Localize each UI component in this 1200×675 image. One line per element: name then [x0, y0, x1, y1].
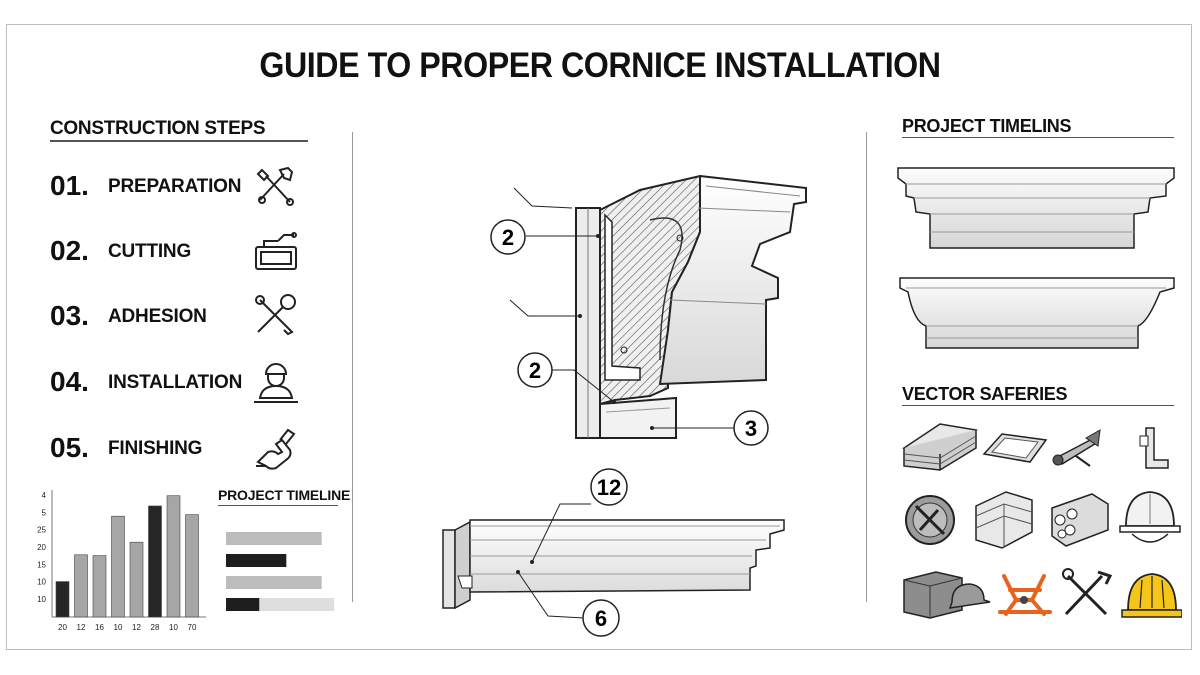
- wrench-icon: [1052, 429, 1101, 467]
- callout-bottom-lower: 6: [582, 599, 620, 637]
- bar-16: [92, 555, 107, 618]
- step-number: 01.: [50, 170, 89, 201]
- callout-top-upper: 2: [490, 219, 526, 255]
- hand-tool-icon: [256, 428, 296, 470]
- step-adhesion: 03. ADHESION: [50, 294, 310, 338]
- y-tick-label: 25: [37, 526, 46, 535]
- y-tick-label: 4: [42, 491, 47, 500]
- x-tick-label: 12: [132, 623, 141, 632]
- vector-safety-rule: [902, 405, 1174, 406]
- y-tick-label: 15: [37, 560, 46, 569]
- step-label: FINISHING: [108, 438, 203, 459]
- project-timeline-rule: [902, 137, 1174, 138]
- x-tick-label: 28: [151, 623, 160, 632]
- timeline-bar-dark: [226, 554, 287, 567]
- bar-20: [55, 581, 70, 618]
- base-block: [599, 396, 677, 439]
- hard-hat-outline-icon: [1119, 491, 1181, 543]
- timeline-bar-light: [226, 532, 322, 545]
- pipe-bundle-icon: [1051, 493, 1109, 547]
- tile-stack-icon: [902, 423, 978, 471]
- svg-text:6: 6: [595, 606, 607, 631]
- bar-10: [166, 495, 181, 618]
- callout-top-lower: 2: [517, 352, 553, 388]
- mini-timeline-rule: [218, 505, 338, 506]
- safety-icon-grid: [902, 423, 1182, 619]
- vector-safety-heading: VECTOR SAFERIES: [902, 384, 1068, 404]
- svg-text:2: 2: [529, 358, 541, 383]
- left-divider: [352, 132, 353, 602]
- y-tick-label: 10: [37, 578, 46, 587]
- bar-28: [148, 505, 162, 618]
- page-title: GUIDE TO PROPER CORNICE INSTALLATION: [259, 46, 941, 85]
- cornice-profile-diagram: 12 6: [442, 468, 785, 637]
- svg-text:2: 2: [502, 225, 514, 250]
- x-tick-label: 70: [188, 623, 197, 632]
- bundle-icon: [975, 491, 1033, 549]
- step-label: CUTTING: [108, 241, 192, 262]
- safety-harness-icon: [998, 574, 1052, 616]
- callout-bottom-upper: 12: [590, 468, 628, 506]
- right-divider: [866, 132, 867, 602]
- svg-text:12: 12: [597, 475, 621, 500]
- step-label: ADHESION: [108, 306, 207, 327]
- bar-10: [111, 515, 125, 618]
- step-installation: 04. INSTALLATION: [50, 363, 310, 404]
- step-label: PREPARATION: [108, 176, 242, 197]
- step-preparation: 01. PREPARATION: [50, 166, 310, 208]
- no-entry-icon: [905, 495, 955, 545]
- timeline-bar-light: [226, 576, 322, 589]
- step-number: 05.: [50, 432, 89, 463]
- svg-text:3: 3: [745, 416, 757, 441]
- block-and-cap-icon: [903, 571, 991, 619]
- callout-top-right: 3: [733, 410, 769, 446]
- hard-hat-yellow-icon: [1121, 573, 1182, 618]
- step-finishing: 05. FINISHING: [50, 428, 310, 470]
- tools-icon: [256, 166, 294, 206]
- page-frame: [6, 24, 1192, 650]
- x-tick-label: 20: [58, 623, 67, 632]
- panel-icon: [982, 433, 1048, 463]
- bar-chart: 4 5 25 20 15 10 10 20 12 16 10 12 28 10 70: [37, 490, 206, 632]
- y-tick-label: 5: [42, 508, 47, 517]
- timeline-bar-light: [259, 598, 335, 611]
- construction-steps-heading: CONSTRUCTION STEPS: [50, 118, 266, 139]
- timeline-bar-dark: [226, 598, 260, 611]
- step-cutting: 02. CUTTING: [50, 232, 310, 273]
- bar-12: [74, 554, 88, 618]
- construction-steps-rule: [50, 140, 308, 142]
- x-tick-label: 16: [95, 623, 104, 632]
- bar-12: [129, 541, 144, 618]
- step-label: INSTALLATION: [108, 372, 243, 393]
- scissors-icon: [255, 294, 296, 336]
- mini-timeline-heading: PROJECT TIMELINE: [218, 487, 351, 503]
- x-tick-label: 10: [114, 623, 123, 632]
- cornice-section-diagram: 2 2 3: [490, 174, 807, 446]
- molding-profile: [658, 174, 807, 386]
- x-tick-label: 12: [77, 623, 86, 632]
- crossed-tools-icon: [1062, 568, 1113, 616]
- molding-sample-1: [897, 167, 1175, 249]
- bar-70: [185, 514, 199, 618]
- mini-timeline-bars: [226, 532, 335, 611]
- step-number: 04.: [50, 366, 89, 397]
- step-number: 02.: [50, 235, 89, 266]
- y-tick-label: 10: [37, 595, 46, 604]
- project-timeline-heading: PROJECT TIMELINS: [902, 116, 1072, 136]
- worker-icon: [254, 363, 298, 403]
- cutter-icon: [255, 232, 297, 270]
- y-tick-label: 20: [37, 543, 46, 552]
- molding-sample-2: [899, 277, 1175, 349]
- molding-samples: [897, 167, 1175, 349]
- step-number: 03.: [50, 300, 89, 331]
- bracket-icon: [1139, 427, 1169, 469]
- x-tick-label: 10: [169, 623, 178, 632]
